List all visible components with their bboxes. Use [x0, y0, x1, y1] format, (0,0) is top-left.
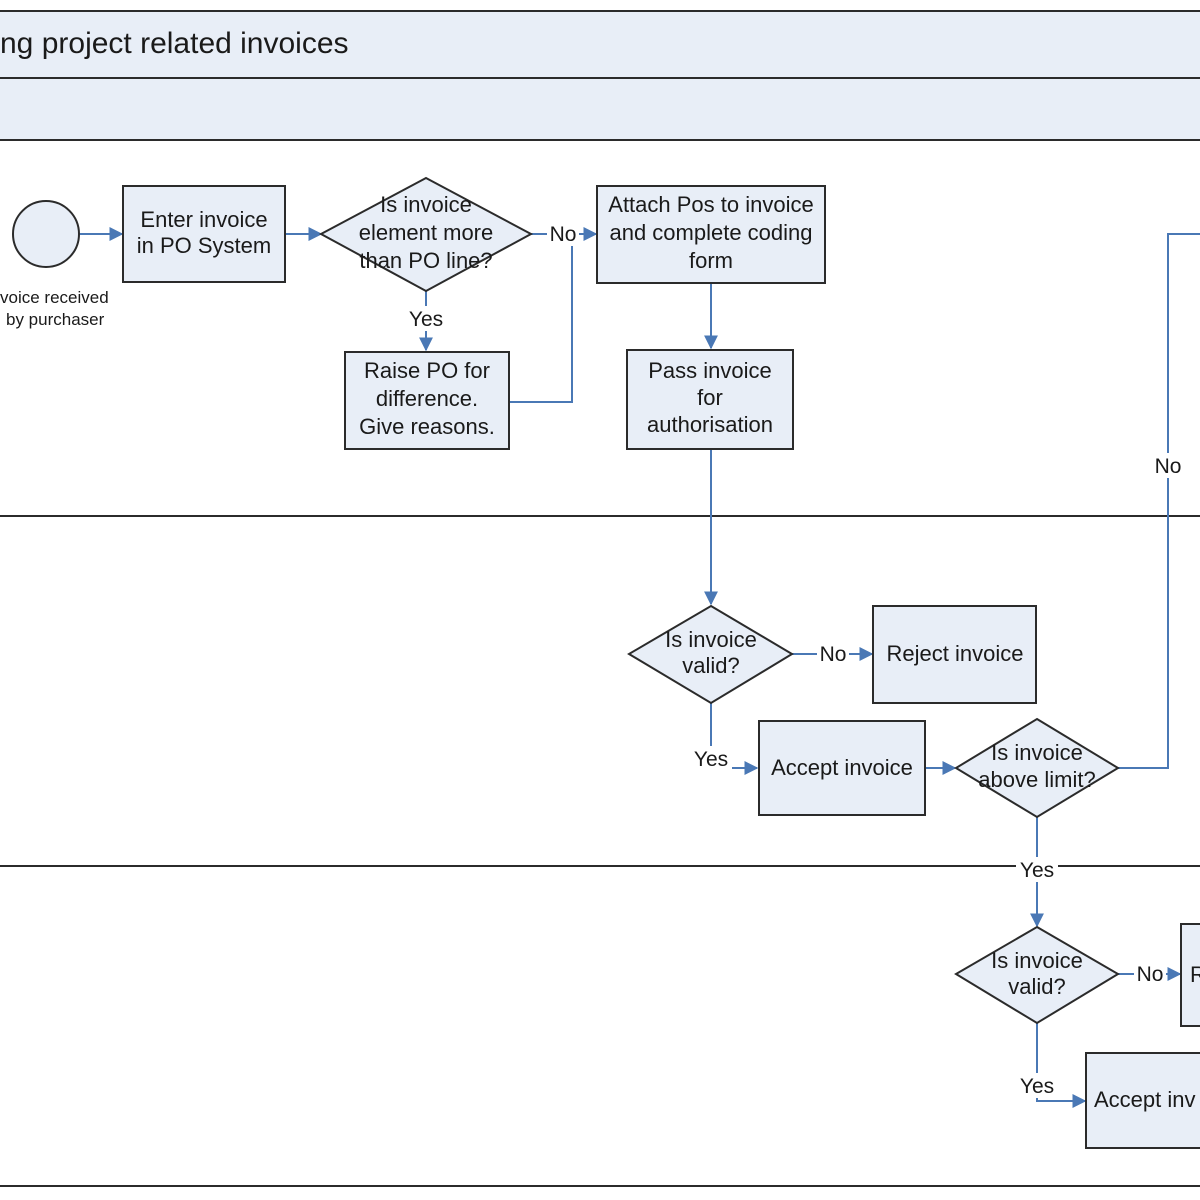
svg-text:difference.: difference. — [376, 386, 478, 411]
flow-raise-to-attach — [510, 244, 573, 403]
start-event-label: voice received by purchaser — [0, 288, 109, 329]
reject-invoice-2-task — [1180, 923, 1200, 1027]
flow-limit-no-up — [1118, 233, 1200, 769]
svg-text:form: form — [689, 248, 733, 273]
attach-pos-task — [596, 185, 826, 284]
pass-invoice-label: Pass invoice for authorisation — [647, 358, 773, 437]
svg-text:Enter invoice: Enter invoice — [140, 207, 267, 232]
pass-invoice-task — [626, 349, 794, 450]
start-event-circle — [12, 200, 80, 268]
label-no-valid-2: No — [1137, 963, 1164, 986]
svg-text:valid?: valid? — [1008, 974, 1065, 999]
accept-invoice-label: Accept invoice — [771, 755, 913, 780]
accept-invoice-2-task — [1085, 1052, 1200, 1149]
label-yes-valid-2: Yes — [1020, 1075, 1054, 1098]
above-limit-decision — [954, 717, 1120, 819]
label-yes-valid-1: Yes — [694, 748, 728, 771]
svg-text:Give reasons.: Give reasons. — [359, 414, 495, 439]
valid-2-label: Is invoice valid? — [991, 948, 1083, 999]
svg-text:Pass invoice: Pass invoice — [648, 358, 772, 383]
enter-invoice-task — [122, 185, 286, 283]
label-no-element: No — [550, 223, 577, 246]
svg-text:voice received: voice received — [0, 288, 109, 307]
svg-text:for: for — [697, 385, 723, 410]
svg-text:Is invoice: Is invoice — [991, 740, 1083, 765]
svg-text:element more: element more — [359, 220, 494, 245]
svg-text:authorisation: authorisation — [647, 412, 773, 437]
subheader-band — [0, 77, 1200, 141]
svg-text:in PO System: in PO System — [137, 233, 271, 258]
accept-invoice-task — [758, 720, 926, 816]
enter-invoice-label: Enter invoice in PO System — [137, 207, 271, 258]
svg-text:Is invoice: Is invoice — [665, 627, 757, 652]
valid-1-decision — [627, 604, 794, 705]
check-element-decision — [318, 176, 534, 293]
flow-valid-2-to-accept — [1036, 1023, 1087, 1108]
check-element-label: Is invoice element more than PO line? — [359, 192, 494, 273]
svg-text:Is invoice: Is invoice — [380, 192, 472, 217]
above-limit-label: Is invoice above limit? — [978, 740, 1095, 792]
valid-1-label: Is invoice valid? — [665, 627, 757, 678]
attach-pos-label: Attach Pos to invoice and complete codin… — [608, 192, 813, 273]
svg-text:above limit?: above limit? — [978, 767, 1095, 792]
label-yes-element: Yes — [409, 308, 443, 331]
svg-text:Is invoice: Is invoice — [991, 948, 1083, 973]
reject-invoice-2-label: R — [1190, 962, 1200, 987]
svg-text:Raise PO for: Raise PO for — [364, 358, 490, 383]
svg-text:than PO line?: than PO line? — [359, 248, 492, 273]
raise-po-task — [344, 351, 510, 450]
reject-invoice-task — [872, 605, 1037, 704]
diagram-title: ng project related invoices — [0, 27, 349, 60]
label-no-limit: No — [1155, 455, 1182, 478]
reject-invoice-label: Reject invoice — [887, 641, 1024, 666]
svg-text:by purchaser: by purchaser — [6, 310, 105, 329]
label-yes-limit: Yes — [1020, 859, 1054, 882]
raise-po-label: Raise PO for difference. Give reasons. — [359, 358, 495, 439]
svg-text:valid?: valid? — [682, 653, 739, 678]
svg-text:and complete coding: and complete coding — [609, 220, 812, 245]
svg-text:Attach Pos to invoice: Attach Pos to invoice — [608, 192, 813, 217]
valid-2-decision — [954, 925, 1120, 1025]
label-no-valid-1: No — [820, 643, 847, 666]
accept-invoice-2-label: Accept inv — [1094, 1087, 1196, 1112]
title-band — [0, 10, 1200, 79]
